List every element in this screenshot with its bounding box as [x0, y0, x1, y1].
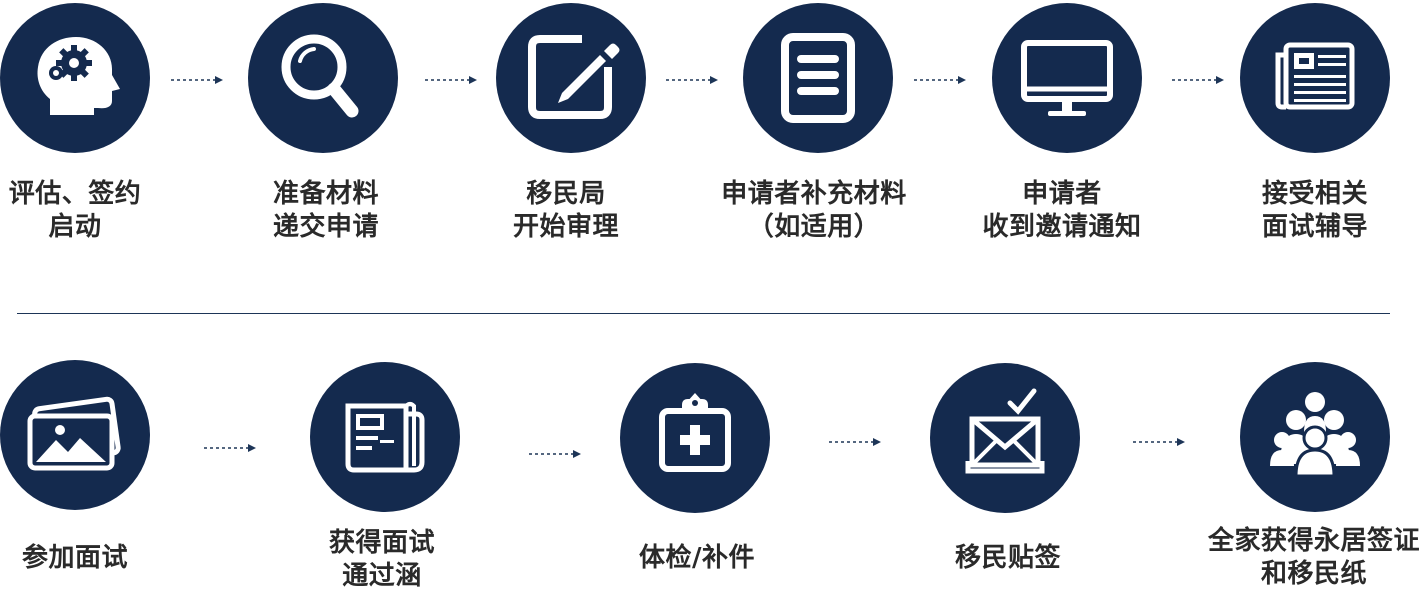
step-5-circle [992, 3, 1142, 153]
arrow-1-2 [171, 75, 223, 85]
step-8-label-line-2: 通过涵 [342, 561, 422, 591]
step-1-circle [0, 3, 150, 153]
step-1-label-line-1: 评估、签约 [8, 179, 142, 209]
step-10-label: 移民贴签 [888, 542, 1128, 575]
step-10-circle [930, 363, 1080, 513]
medical-clipboard-icon [659, 393, 731, 472]
arrow-8-9 [529, 449, 581, 459]
step-2-label-line-2: 递交申请 [272, 212, 379, 242]
step-8-label-line-1: 获得面试 [328, 528, 435, 558]
head-gear-icon [37, 37, 120, 115]
step-5-label-line-2: 收到邀请通知 [982, 212, 1142, 242]
step-11-label-line-1: 全家获得永居签证 [1207, 526, 1420, 556]
step-10-label-line-1: 移民贴签 [954, 543, 1061, 573]
step-6-circle [1240, 3, 1390, 153]
step-5-label-line-1: 申请者 [1022, 179, 1102, 209]
step-11-label: 全家获得永居签证 和移民纸 [1188, 525, 1427, 591]
step-9-circle [620, 363, 770, 513]
row-divider [17, 313, 1390, 314]
arrow-5-6 [1172, 75, 1224, 85]
step-1-label-line-2: 启动 [48, 212, 102, 242]
step-8-label: 获得面试 通过涵 [262, 527, 502, 593]
step-7-label-line-1: 参加面试 [21, 543, 128, 573]
step-4-label-line-2: （如适用） [747, 212, 881, 242]
arrow-4-5 [914, 75, 966, 85]
step-6-label-line-1: 接受相关 [1261, 179, 1368, 209]
arrow-9-10 [829, 437, 881, 447]
edit-icon [528, 35, 620, 119]
arrow-2-3 [425, 75, 477, 85]
step-2-label: 准备材料 递交申请 [206, 178, 446, 244]
step-11-label-line-2: 和移民纸 [1260, 559, 1367, 589]
arrow-3-4 [666, 75, 718, 85]
step-7-label: 参加面试 [0, 542, 195, 575]
step-6-label: 接受相关 面试辅导 [1195, 178, 1427, 244]
family-group-icon [1270, 392, 1360, 478]
magnifier-icon [281, 34, 359, 118]
arrow-10-11 [1133, 437, 1185, 447]
step-1-label: 评估、签约 启动 [0, 178, 195, 244]
step-11-circle [1240, 362, 1390, 512]
document-list-icon [781, 33, 855, 123]
step-9-label: 体检/补件 [577, 542, 817, 575]
step-4-label-line-1: 申请者补充材料 [721, 179, 907, 209]
mail-check-icon [965, 388, 1045, 474]
step-5-label: 申请者 收到邀请通知 [942, 178, 1182, 244]
step-2-label-line-1: 准备材料 [272, 179, 379, 209]
step-4-circle [743, 3, 893, 153]
step-3-label-line-2: 开始审理 [512, 212, 619, 242]
step-8-circle [310, 362, 460, 512]
newspaper-icon [1275, 42, 1355, 110]
step-4-label: 申请者补充材料 （如适用） [694, 178, 934, 244]
step-9-label-line-1: 体检/补件 [639, 543, 755, 573]
step-7-circle [0, 360, 150, 510]
monitor-icon [1021, 40, 1113, 116]
step-2-circle [248, 3, 398, 153]
step-3-label: 移民局 开始审理 [446, 178, 686, 244]
step-3-label-line-1: 移民局 [526, 179, 606, 209]
step-3-circle [496, 3, 646, 153]
notebook-icon [345, 402, 425, 473]
step-6-label-line-2: 面试辅导 [1261, 212, 1368, 242]
arrow-7-8 [204, 443, 256, 453]
photos-icon [27, 396, 121, 471]
